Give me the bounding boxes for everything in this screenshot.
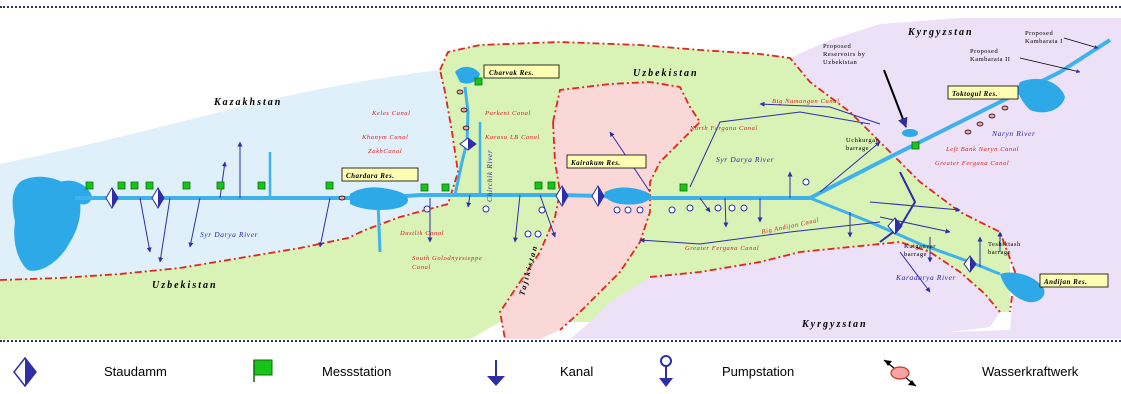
- kambarata1-note-2: Kambarata I: [1025, 38, 1063, 45]
- teshiktash-note-1: Teshiktash: [988, 241, 1021, 248]
- legend: Staudamm Messstation Kanal Pumpstation W…: [0, 352, 1121, 394]
- hydro-legend-label: Wasserkraftwerk: [982, 364, 1079, 379]
- proposed-reservoirs-note-1: Proposed: [823, 43, 851, 50]
- parkent-canal-label: Parkent Canal: [484, 110, 531, 117]
- kazakhstan-region-fill: [0, 70, 458, 280]
- left-bank-naryn-canal-label: Left Bank Naryn Canal: [945, 146, 1019, 153]
- syr-darya-east-label: Syr Darya River: [716, 155, 774, 164]
- chirchik-river-label: Chirchik River: [485, 150, 494, 202]
- kambarata1-note-1: Proposed: [1025, 30, 1053, 37]
- charvak-label: Charvak Res.: [489, 69, 534, 77]
- kairakum-label: Kairakum Res.: [570, 159, 621, 167]
- uzb-kyr-border: [439, 41, 1016, 313]
- teshiktash-note-2: barrage: [988, 249, 1011, 256]
- south-golod-canal-label-1: South Golodnyesteppe: [412, 255, 482, 262]
- keles-canal-label: Keles Canal: [371, 110, 411, 117]
- north-fergana-canal-line: [689, 111, 871, 188]
- greater-fergana-canal-line: [639, 221, 881, 245]
- big-namangan-canal-label: Big Namangan Canal: [772, 98, 840, 105]
- kambarata2-note-2: Kambarata II: [970, 56, 1010, 63]
- uzbekistan-north-label: Uzbekistan: [633, 68, 699, 79]
- tajikistan-border: [499, 81, 702, 340]
- gauge-legend-label: Messstation: [322, 364, 392, 379]
- charvak-reservoir-shape: [455, 66, 480, 84]
- kuiganyar-note-2: barrage: [904, 251, 927, 258]
- uzbekistan-south-label: Uzbekistan: [152, 280, 218, 291]
- kuiganyar-note-1: Kuiganyar: [904, 243, 936, 250]
- uchkurgan-note-1: Uchkurgan: [846, 137, 880, 144]
- kambarata2-note-1: Proposed: [970, 48, 998, 55]
- greater-fergana-canal-label-2: Greater Fergana Canal: [685, 245, 759, 252]
- kyrgyzstan-south-label: Kyrgyzstan: [801, 319, 868, 330]
- pump-legend-label: Pumpstation: [722, 364, 795, 379]
- karadarya-feeder-line: [879, 171, 917, 243]
- proposed-reservoirs-note-2: Reservoirs by: [823, 51, 866, 58]
- syr-darya-west-label: Syr Darya River: [200, 230, 258, 239]
- tajikistan-region: [500, 82, 700, 339]
- big-namangan-canal-line: [759, 101, 881, 125]
- chardara-label: Chardara Res.: [346, 172, 395, 180]
- naryn-river-label: Naryn River: [991, 129, 1035, 138]
- top-divider: [0, 6, 1121, 8]
- kaz-uzb-border: [0, 69, 459, 281]
- greater-fergana-canal-label-1: Greater Fergana Canal: [935, 160, 1009, 167]
- dam-legend-icon: [13, 356, 37, 388]
- zakh-canal-label: ZakhCanal: [368, 148, 402, 155]
- uchkurgan-note-2: barrage: [846, 145, 869, 152]
- dam-legend-label: Staudamm: [104, 364, 167, 379]
- karadarya-river-label: Karadarya River: [895, 273, 956, 282]
- fergana-border: [649, 241, 1001, 313]
- river-branch-3: [376, 201, 382, 253]
- andijan-reservoir-shape: [1000, 272, 1045, 303]
- chardara-reservoir-shape: [350, 187, 408, 211]
- legend-divider: [0, 340, 1121, 342]
- canal-legend-label: Kanal: [560, 364, 594, 379]
- aral-sea: [12, 176, 81, 271]
- pump-legend-icon: [659, 355, 673, 387]
- kyrgyzstan-north-label: Kyrgyzstan: [907, 27, 974, 38]
- kazakhstan-label: Kazakhstan: [213, 97, 282, 108]
- toktogul-label: Toktogul Res.: [952, 90, 998, 98]
- gauge-legend-icon: [253, 359, 273, 382]
- proposed-reservoir-shape: [902, 129, 918, 137]
- north-fergana-canal-label: North Fergana Canal: [689, 125, 758, 132]
- syr-darya-basin-map: Kazakhstan Uzbekistan Uzbekistan Kyrgyzs…: [0, 12, 1121, 340]
- hydro-legend-icon: [883, 359, 917, 387]
- dustlik-canal-label: Dustlik Canal: [399, 230, 444, 237]
- karasu-canal-label: Karasu LB Canal: [484, 134, 540, 141]
- canal-legend-icon: [487, 360, 505, 386]
- naryn-river: [809, 38, 1112, 200]
- toktogul-reservoir-shape: [1018, 78, 1065, 113]
- kairakum-reservoir-shape: [604, 187, 651, 205]
- proposed-reservoirs-note-3: Uzbekistan: [823, 59, 857, 66]
- andijan-label: Andijan Res.: [1043, 278, 1087, 286]
- south-golod-canal-label-2: Canal: [412, 264, 431, 271]
- khanym-canal-label: Khanym Canal: [361, 134, 408, 141]
